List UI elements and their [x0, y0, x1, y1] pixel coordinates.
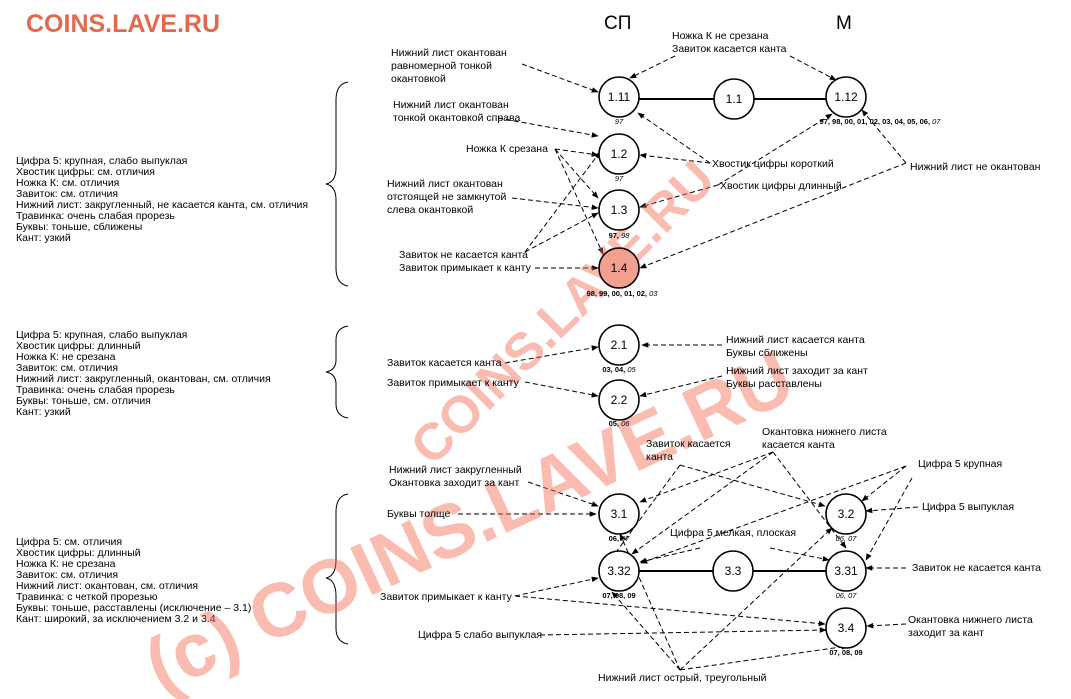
- annotation-l6: Хвостик цифры длинный: [720, 180, 842, 192]
- group-3-description: Цифра 5: см. отличия Хвостик цифры: длин…: [16, 536, 254, 625]
- node-years-italic: 07: [932, 117, 941, 126]
- annotation-l4: Ножка К срезана: [466, 143, 548, 155]
- node-3.3: 3.3: [712, 550, 754, 592]
- annotation-l23: Окантовка нижнего листа заходит за кант: [908, 614, 1036, 639]
- node-years-italic: 06, 07: [836, 534, 858, 543]
- column-header-m: М: [836, 13, 852, 34]
- annotation-l18: Буквы толще: [387, 508, 450, 520]
- node-years: 05,: [609, 419, 622, 428]
- annotation-l3: Нижний лист окантован тонкой окантовкой …: [393, 99, 520, 124]
- column-header-sp: СП: [604, 13, 631, 34]
- node-3.2: 3.2 06, 07: [825, 493, 867, 543]
- node-2.2: 2.2 05, 06: [598, 379, 640, 428]
- node-years: 07, 08, 09: [602, 591, 635, 600]
- node-1.2: 1.2 97: [598, 133, 640, 183]
- node-years-italic: 05: [627, 365, 636, 374]
- svg-text:06, 07: 06, 07: [836, 591, 858, 600]
- node-years-italic: 98: [621, 231, 630, 240]
- svg-text:06, 07: 06, 07: [836, 534, 858, 543]
- node-label: 1.3: [611, 203, 628, 217]
- dashed-arrows: [458, 55, 919, 671]
- annotation-l8: Нижний лист окантован отстоящей не замкн…: [387, 178, 509, 216]
- node-label: 1.12: [834, 90, 858, 104]
- node-1.12: 1.12 97, 98, 00, 01, 02, 03, 04, 05, 06,…: [820, 76, 942, 126]
- node-label: 3.31: [834, 564, 858, 578]
- node-years: 97, 98, 00, 01, 02, 03, 04, 05, 06,: [820, 117, 933, 126]
- node-label: 2.2: [611, 393, 628, 407]
- node-3.4: 3.4 07, 08, 09: [825, 607, 867, 657]
- node-3.1: 3.1 06, 07: [598, 493, 640, 543]
- annotation-l11: Завиток касается канта: [387, 357, 502, 369]
- svg-text:97: 97: [615, 117, 624, 126]
- svg-text:07, 08, 09: 07, 08, 09: [829, 648, 862, 657]
- annotation-l2: Ножка К не срезана Завиток касается кант…: [672, 30, 787, 55]
- node-1.1: 1.1: [713, 78, 755, 120]
- node-label: 1.1: [726, 92, 743, 106]
- node-label: 3.3: [725, 564, 742, 578]
- svg-text:97, 98: 97, 98: [609, 231, 631, 240]
- node-years: 06,: [609, 534, 622, 543]
- node-1.3: 1.3 97, 98: [598, 189, 640, 240]
- annotation-l9: Завиток не касается канта Завиток примык…: [399, 249, 532, 274]
- svg-text:97: 97: [615, 174, 624, 183]
- node-years: 07, 08, 09: [829, 648, 862, 657]
- node-label: 3.1: [611, 507, 628, 521]
- svg-text:97, 98, 00, 01, 02, 03, 04, 05: 97, 98, 00, 01, 02, 03, 04, 05, 06, 07: [820, 117, 942, 126]
- node-label: 2.1: [611, 338, 628, 352]
- svg-text:07, 08, 09: 07, 08, 09: [602, 591, 635, 600]
- svg-text:98, 99, 00, 01, 02, 03: 98, 99, 00, 01, 02, 03: [587, 289, 659, 298]
- node-2.1: 2.1 03, 04, 05: [598, 324, 640, 374]
- annotation-l12: Нижний лист заходит за кант Буквы расста…: [726, 365, 871, 390]
- node-1.11: 1.11 97: [598, 76, 640, 126]
- brace-group-2: [325, 325, 349, 419]
- annotation-l14: Завиток касается канта: [646, 438, 733, 463]
- annotation-l25: Нижний лист острый, треугольный: [598, 672, 767, 684]
- svg-text:03, 04, 05: 03, 04, 05: [602, 365, 636, 374]
- annotation-l20: Цифра 5 мелкая, плоская: [670, 527, 796, 539]
- annotation-l5: Хвостик цифры короткий: [712, 158, 834, 170]
- node-years-italic: 07: [621, 534, 630, 543]
- node-3.31: 3.31 06, 07: [825, 550, 867, 600]
- node-years-italic: 03: [649, 289, 658, 298]
- svg-text:05, 06: 05, 06: [609, 419, 631, 428]
- node-years: 98, 99, 00, 01, 02,: [587, 289, 650, 298]
- node-label: 3.4: [838, 621, 855, 635]
- node-3.32: 3.32 07, 08, 09: [598, 550, 640, 600]
- node-years-italic: 06, 07: [836, 591, 858, 600]
- node-label: 1.2: [611, 147, 628, 161]
- group-1-description: Цифра 5: крупная, слабо выпуклая Хвостик…: [16, 155, 311, 244]
- node-label: 3.2: [838, 507, 855, 521]
- node-label: 3.32: [607, 564, 631, 578]
- node-years: 97,: [609, 231, 622, 240]
- node-years-italic: 97: [615, 174, 624, 183]
- node-label: 1.11: [608, 90, 631, 104]
- annotation-l1: Нижний лист окантован равномерной тонкой…: [391, 47, 510, 85]
- svg-text:06, 07: 06, 07: [609, 534, 631, 543]
- node-years-italic: 06: [621, 419, 630, 428]
- annotation-l16: Цифра 5 крупная: [918, 458, 1002, 470]
- annotation-l22: Завиток примыкает к канту: [380, 591, 513, 603]
- group-2-description: Цифра 5: крупная, слабо выпуклая Хвостик…: [16, 329, 274, 418]
- annotation-l19: Цифра 5 выпуклая: [922, 501, 1014, 513]
- node-years: 03, 04,: [602, 365, 627, 374]
- node-label: 1.4: [611, 261, 628, 275]
- annotation-l24: Цифра 5 слабо выпуклая: [418, 629, 542, 641]
- brace-group-3: [325, 493, 349, 645]
- annotation-l13: Завиток примыкает к канту: [387, 377, 520, 389]
- annotation-l10: Нижний лист касается канта Буквы сближен…: [726, 334, 868, 359]
- site-title: COINS.LAVE.RU: [26, 10, 220, 38]
- annotation-l7: Нижний лист не окантован: [910, 161, 1041, 173]
- node-years: 97: [615, 117, 624, 126]
- brace-group-1: [325, 81, 349, 287]
- annotation-l17: Нижний лист закругленный Окантовка заход…: [389, 464, 525, 489]
- annotation-l21: Завиток не касается канта: [912, 562, 1041, 574]
- node-1.4: 1.4 98, 99, 00, 01, 02, 03: [587, 247, 659, 298]
- annotation-l15: Окантовка нижнего листа касается канта: [762, 426, 890, 451]
